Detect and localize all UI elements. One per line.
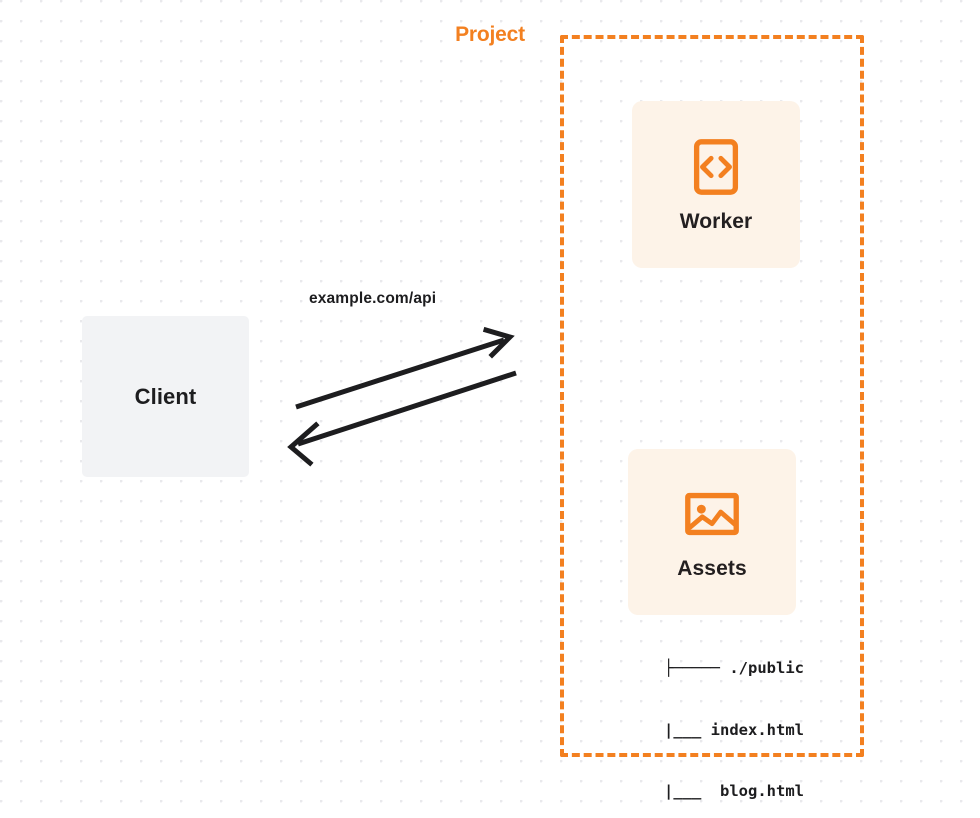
project-label: Project xyxy=(448,23,532,47)
code-brackets-icon xyxy=(693,138,739,195)
assets-card[interactable]: Assets xyxy=(628,449,796,615)
project-container xyxy=(560,35,864,757)
assets-card-label: Assets xyxy=(677,557,747,580)
file-tree-row: ├───── ./public xyxy=(664,659,804,677)
file-tree-row: |___ index.html xyxy=(608,720,804,739)
client-label: Client xyxy=(134,383,197,409)
client-node[interactable]: Client xyxy=(82,316,249,477)
connection-label: example.com/api xyxy=(309,290,437,307)
worker-card[interactable]: Worker xyxy=(632,101,800,268)
response-arrow xyxy=(287,370,517,467)
request-arrow xyxy=(295,326,515,410)
file-tree: ├───── ./public |___ index.html |___ blo… xyxy=(596,617,804,818)
image-picture-icon xyxy=(685,492,739,536)
worker-card-label: Worker xyxy=(679,209,753,233)
file-tree-row: |___ blog.html xyxy=(608,782,804,800)
